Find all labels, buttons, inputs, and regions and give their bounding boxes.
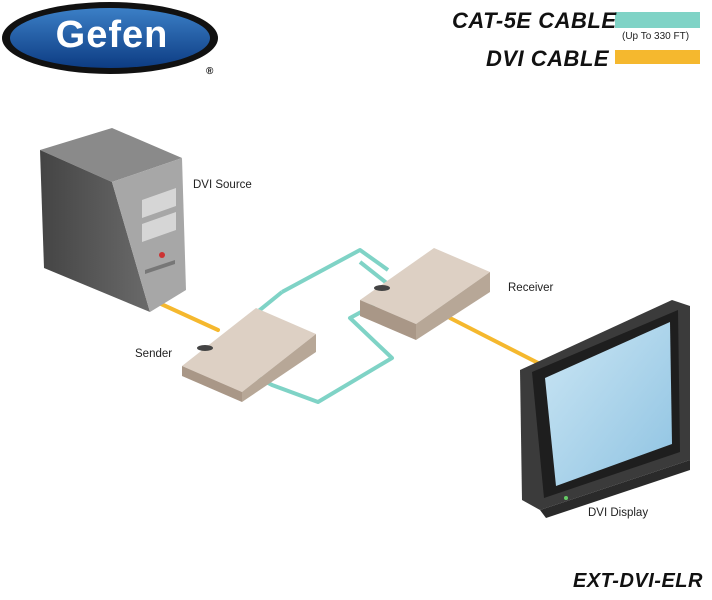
receiver-box <box>360 248 490 340</box>
dvi-legend-label: DVI CABLE <box>486 46 610 71</box>
logo-text: Gefen <box>55 14 169 56</box>
dvi-source-tower <box>40 128 186 312</box>
receiver-label: Receiver <box>508 282 554 294</box>
sender-label: Sender <box>135 348 173 360</box>
dvi-swatch <box>615 50 700 64</box>
dvi-display-label: DVI Display <box>588 507 649 519</box>
cat5-legend-label: CAT-5E CABLE <box>452 8 617 33</box>
gefen-logo <box>2 2 218 74</box>
cat5-swatch <box>615 12 700 28</box>
model-number: EXT-DVI-ELR <box>573 570 703 592</box>
sender-box <box>182 308 316 402</box>
cat5-legend-note: (Up To 330 FT) <box>622 31 690 42</box>
dvi-display <box>520 300 690 518</box>
registered-mark: ® <box>206 66 214 77</box>
dvi-source-label: DVI Source <box>193 179 252 191</box>
